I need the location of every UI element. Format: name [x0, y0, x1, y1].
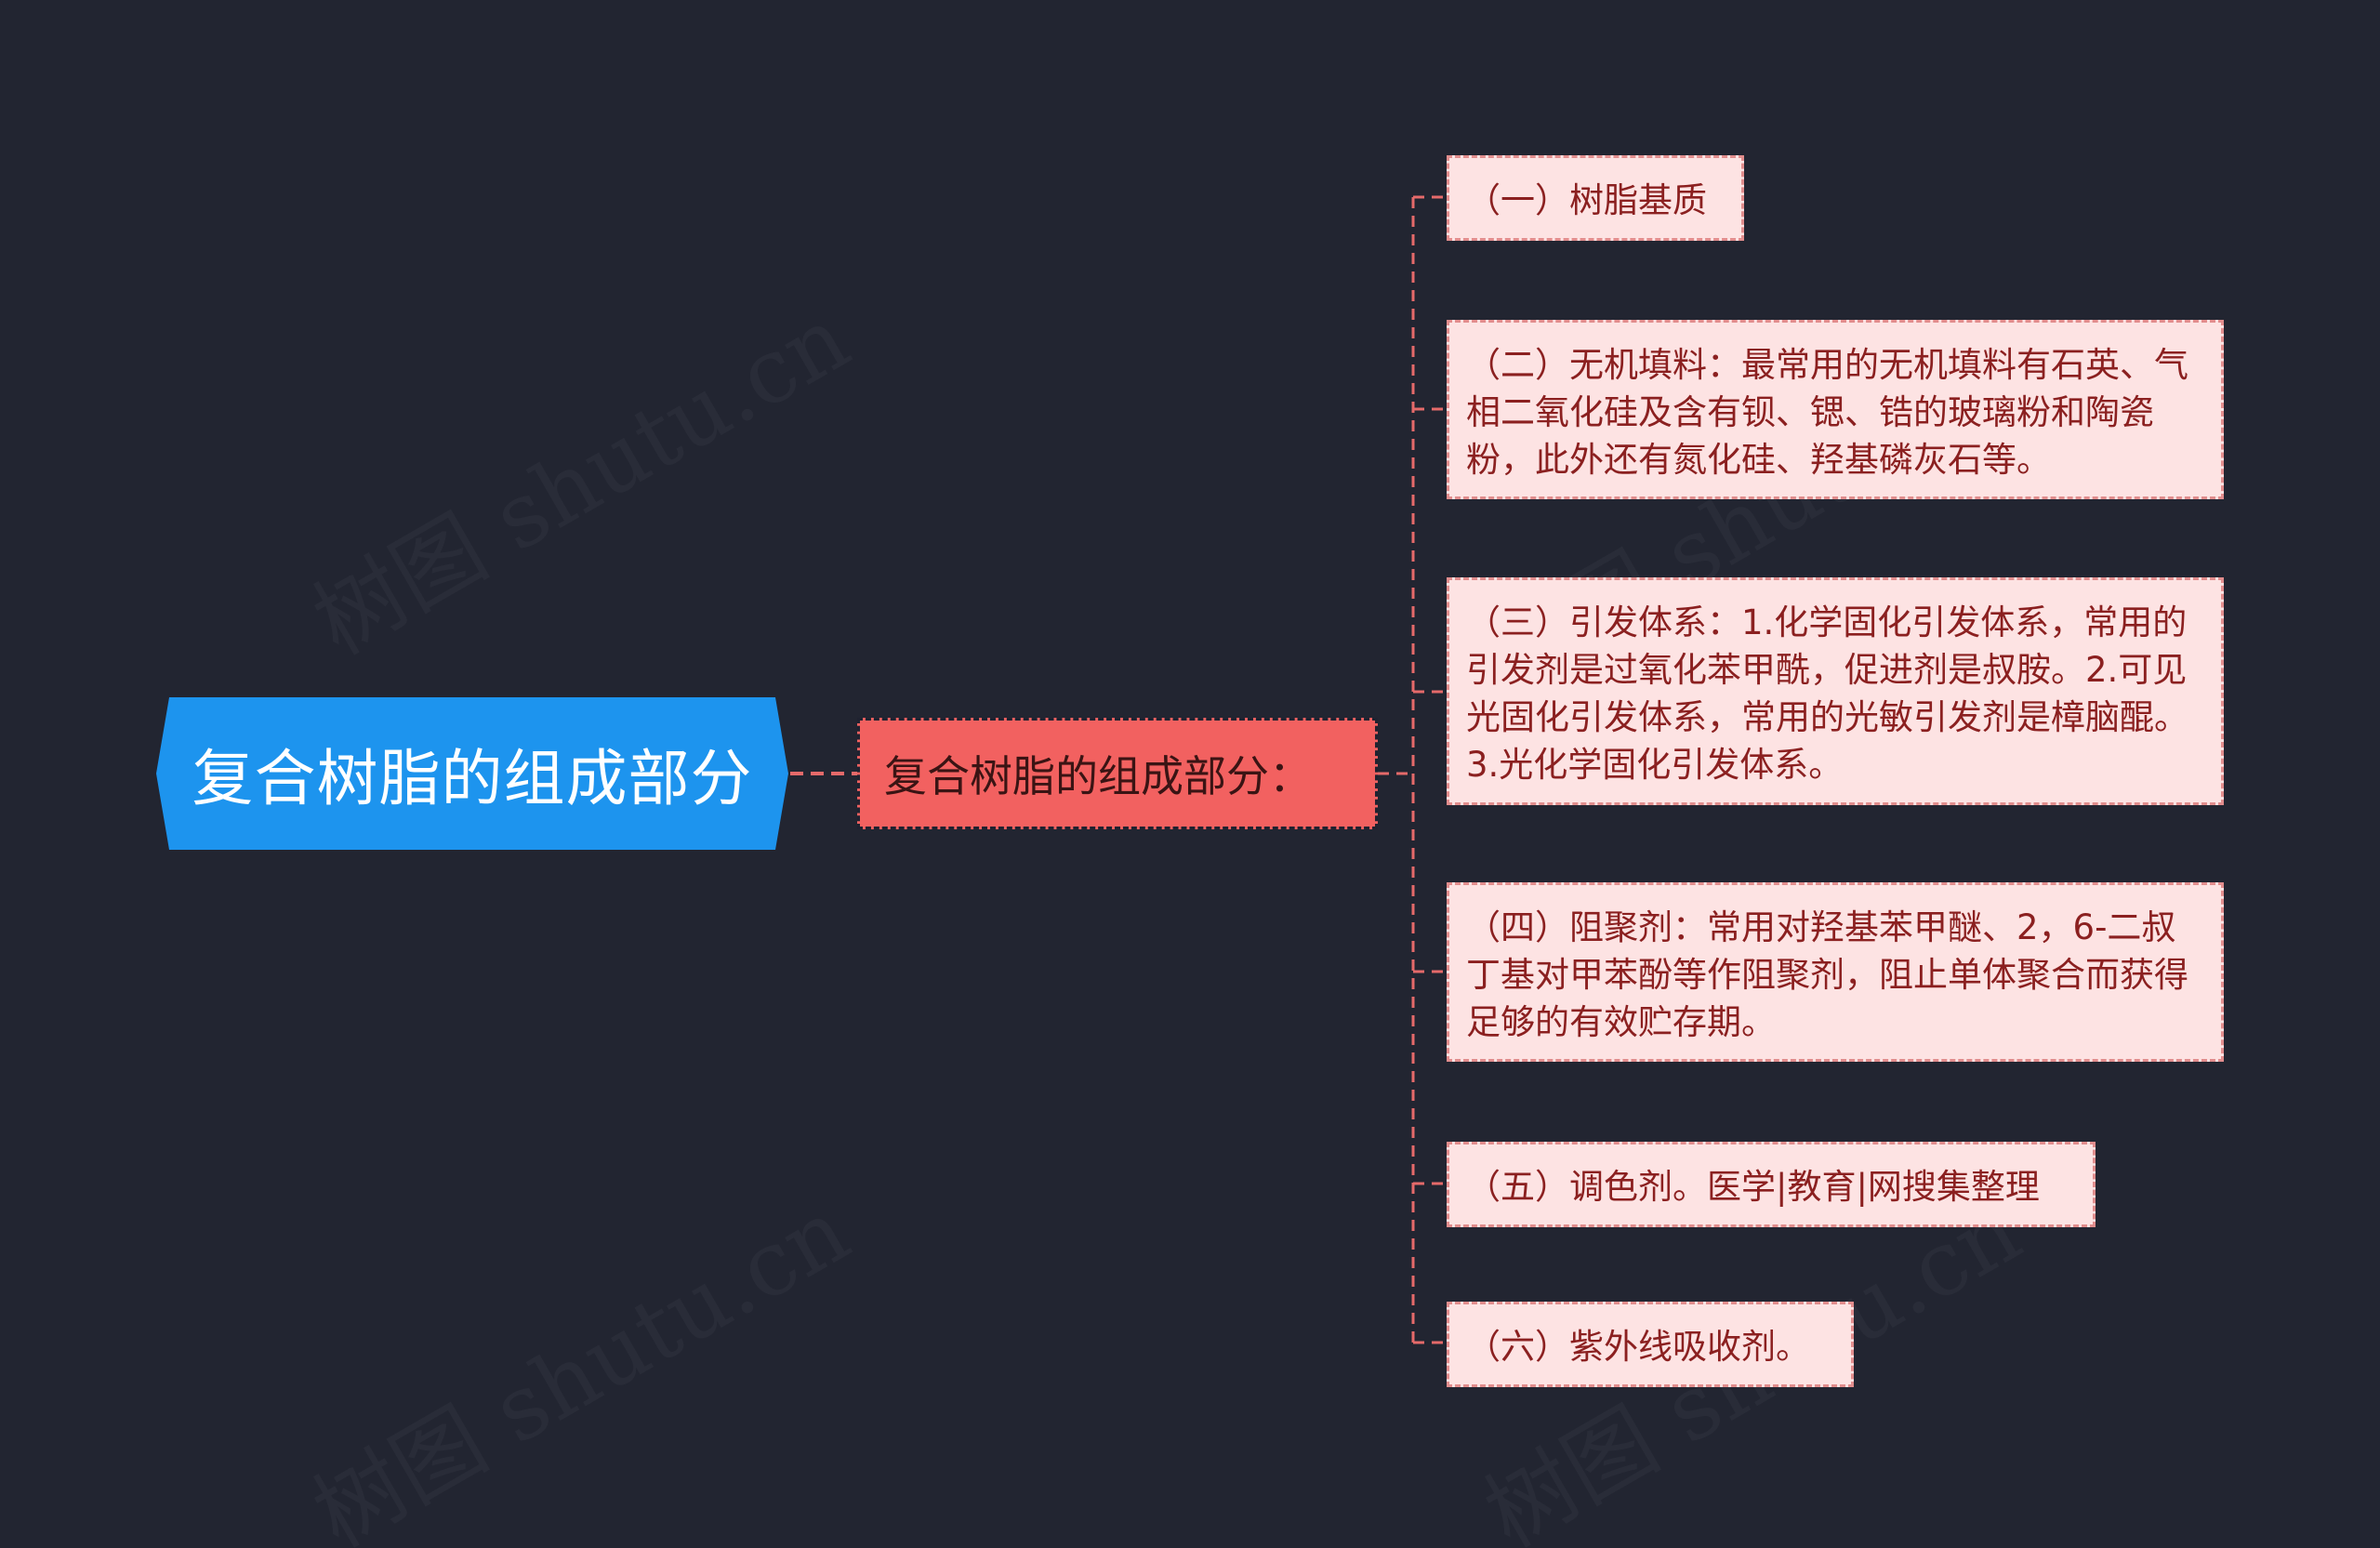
leaf-topic-2[interactable]: （二）无机填料：最常用的无机填料有石英、气相二氧化硅及含有钡、锶、锆的玻璃粉和陶…: [1447, 320, 2224, 499]
leaf-topic-6[interactable]: （六）紫外线吸收剂。: [1447, 1302, 1854, 1387]
branch-topic[interactable]: 复合树脂的组成部分：: [857, 718, 1378, 829]
leaf-topic-5[interactable]: （五）调色剂。医学|教育|网搜集整理: [1447, 1142, 2096, 1227]
leaf-topic-4[interactable]: （四）阻聚剂：常用对羟基苯甲醚、2，6-二叔丁基对甲苯酚等作阻聚剂，阻止单体聚合…: [1447, 882, 2224, 1062]
leaf-topic-3[interactable]: （三）引发体系：1.化学固化引发体系，常用的引发剂是过氧化苯甲酰，促进剂是叔胺。…: [1447, 577, 2224, 805]
root-topic[interactable]: 复合树脂的组成部分: [156, 697, 788, 850]
leaf-topic-1[interactable]: （一）树脂基质: [1447, 155, 1744, 241]
leaf-topic-text: （四）阻聚剂：常用对羟基苯甲醚、2，6-二叔丁基对甲苯酚等作阻聚剂，阻止单体聚合…: [1466, 907, 2188, 1042]
leaf-topic-text: （五）调色剂。医学|教育|网搜集整理: [1466, 1167, 2040, 1207]
leaf-topic-text: （二）无机填料：最常用的无机填料有石英、气相二氧化硅及含有钡、锶、锆的玻璃粉和陶…: [1466, 345, 2188, 480]
leaf-topic-text: （六）紫外线吸收剂。: [1466, 1327, 1810, 1367]
root-topic-label: 复合树脂的组成部分: [192, 743, 753, 814]
branch-topic-label: 复合树脂的组成部分：: [884, 751, 1312, 801]
leaf-topic-text: （三）引发体系：1.化学固化引发体系，常用的引发剂是过氧化苯甲酰，促进剂是叔胺。…: [1466, 602, 2188, 785]
leaf-topic-text: （一）树脂基质: [1466, 180, 1707, 220]
